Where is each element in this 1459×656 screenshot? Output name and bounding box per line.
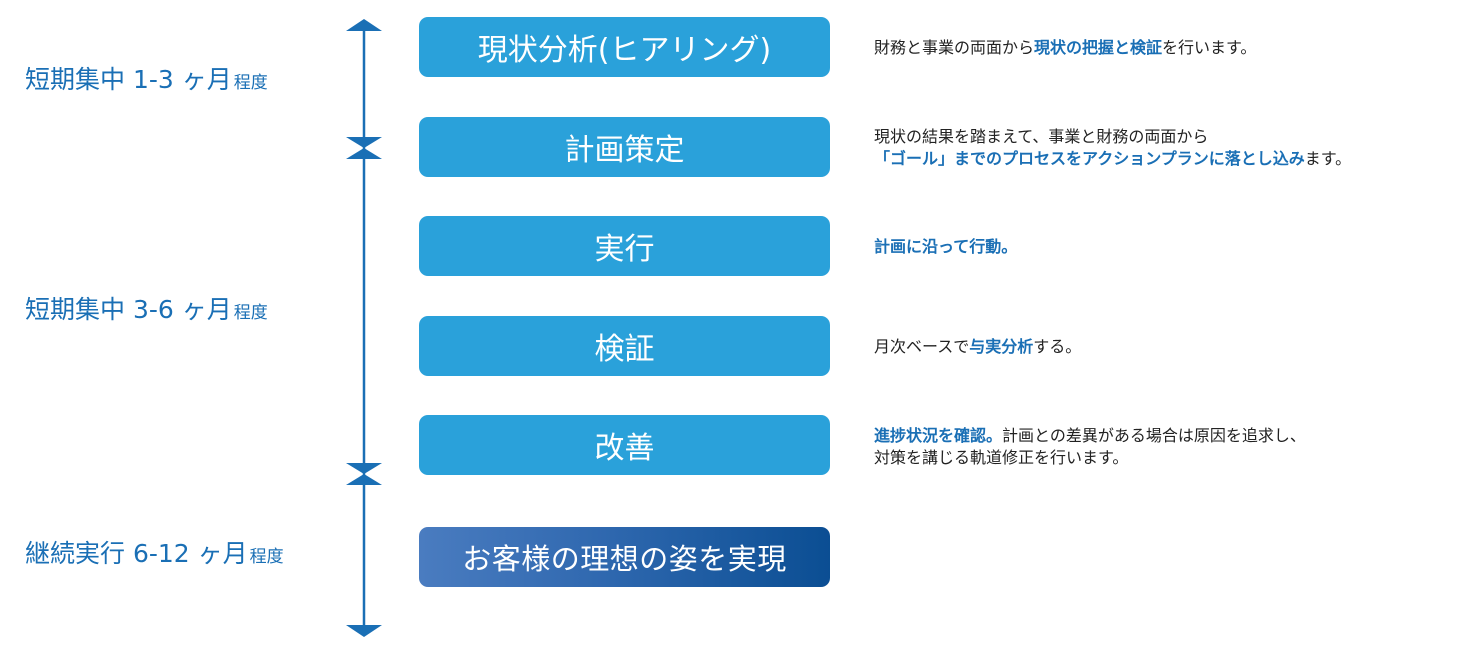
phase-label-1-suffix: 程度 — [233, 73, 268, 93]
description-text: 現状の結果を踏まえて、事業と財務の両面から — [874, 127, 1209, 146]
description-line: 計画に沿って行動。 — [874, 236, 1017, 258]
phase-label-3-text: 継続実行 6-12 ヶ月 — [25, 539, 248, 568]
highlighted-text: 計画に沿って行動。 — [874, 237, 1018, 256]
phase-label-3-suffix: 程度 — [249, 547, 284, 567]
highlighted-text: 現状の把握と検証 — [1034, 38, 1163, 57]
description-line: 進捗状況を確認。計画との差異がある場合は原因を追求し、 — [874, 425, 1306, 447]
description-text: 対策を講じる軌道修正を行います。 — [874, 448, 1129, 467]
description-text: 月次ベースで — [874, 337, 970, 356]
phase-label-3: 継続実行 6-12 ヶ月程度 — [25, 541, 284, 566]
description-execution: 計画に沿って行動。 — [874, 236, 1017, 258]
description-line: 現状の結果を踏まえて、事業と財務の両面から — [874, 126, 1351, 148]
phase-label-2: 短期集中 3-6 ヶ月程度 — [25, 297, 268, 322]
description-text: する。 — [1033, 337, 1082, 356]
description-text: を行います。 — [1162, 38, 1257, 57]
description-text: 計画との差異がある場合は原因を追求し、 — [1002, 426, 1306, 445]
timeline-top-arrow — [346, 19, 382, 31]
description-verification: 月次ベースで与実分析する。 — [874, 336, 1081, 358]
step-execution: 実行 — [419, 216, 830, 276]
timeline-divider-1-lower — [346, 148, 382, 159]
highlighted-text: 進捗状況を確認。 — [874, 426, 1003, 445]
highlighted-text: 与実分析 — [969, 337, 1034, 356]
step-verification: 検証 — [419, 316, 830, 376]
description-line: 月次ベースで与実分析する。 — [874, 336, 1081, 358]
step-current-analysis: 現状分析(ヒアリング) — [419, 17, 830, 77]
highlighted-text: 「ゴール」までのプロセスをアクションプランに落とし込み — [874, 149, 1305, 168]
description-improvement: 進捗状況を確認。計画との差異がある場合は原因を追求し、対策を講じる軌道修正を行い… — [874, 425, 1306, 469]
phase-label-2-text: 短期集中 3-6 ヶ月 — [25, 295, 232, 324]
step-improvement: 改善 — [419, 415, 830, 475]
description-text: ます。 — [1304, 149, 1352, 168]
description-line: 「ゴール」までのプロセスをアクションプランに落とし込みます。 — [874, 148, 1351, 170]
description-current-analysis: 財務と事業の両面から現状の把握と検証を行います。 — [874, 37, 1256, 59]
description-line: 対策を講じる軌道修正を行います。 — [874, 447, 1306, 469]
description-line: 財務と事業の両面から現状の把握と検証を行います。 — [874, 37, 1256, 59]
description-planning: 現状の結果を踏まえて、事業と財務の両面から「ゴール」までのプロセスをアクションプ… — [874, 126, 1351, 170]
timeline-bottom-arrow — [346, 625, 382, 637]
timeline-divider-2-upper — [346, 463, 382, 474]
goal-box: お客様の理想の姿を実現 — [419, 527, 830, 587]
timeline-divider-2-lower — [346, 474, 382, 485]
phase-label-1: 短期集中 1-3 ヶ月程度 — [25, 67, 268, 92]
step-planning: 計画策定 — [419, 117, 830, 177]
phase-label-1-text: 短期集中 1-3 ヶ月 — [25, 65, 232, 94]
description-text: 財務と事業の両面から — [874, 38, 1035, 57]
timeline-divider-1-upper — [346, 137, 382, 148]
phase-label-2-suffix: 程度 — [233, 303, 268, 323]
